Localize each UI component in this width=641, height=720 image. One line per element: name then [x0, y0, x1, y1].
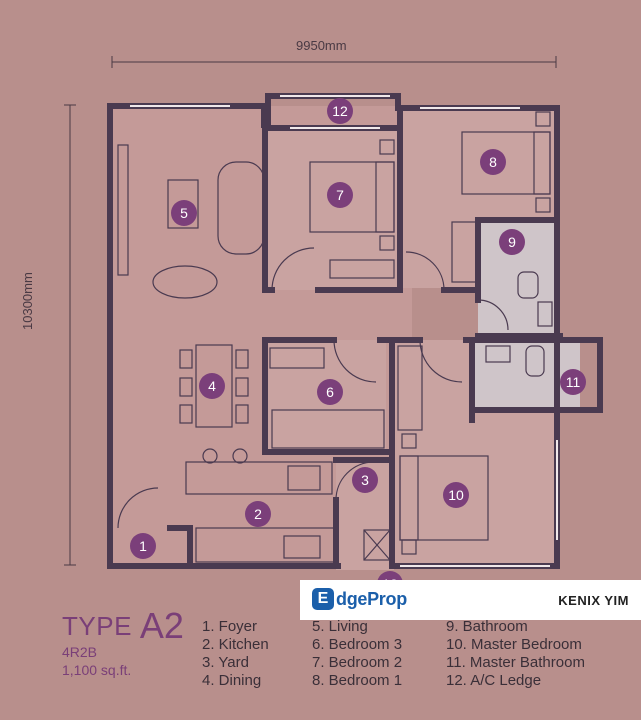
tv-console: [117, 144, 129, 276]
room-badge-10: 10: [443, 482, 469, 508]
room-badge-number: 11: [566, 374, 581, 390]
furniture: [117, 111, 553, 563]
room-badge-number: 3: [361, 472, 369, 488]
brand-bar: E dgeProp KENIX YIM: [300, 580, 641, 620]
room-badge-number: 12: [332, 103, 348, 119]
kitchen-counter: [195, 527, 335, 563]
wardrobe-bedroom-2: [329, 259, 395, 279]
basin-master-bathroom: [485, 345, 511, 363]
wardrobe-bedroom-3: [269, 347, 325, 369]
layout-code: 4R2B: [62, 644, 98, 660]
room-badge-number: 2: [254, 506, 262, 522]
legend-item: 10. Master Bedroom: [446, 636, 582, 653]
type-word: TYPE: [62, 611, 132, 641]
room-badge-number: 8: [489, 154, 497, 170]
toilet-master-bathroom: [525, 345, 545, 377]
sofa: [217, 161, 265, 255]
wardrobe-bedroom-1: [451, 221, 477, 283]
room-badge-9: 9: [499, 229, 525, 255]
room-badge-6: 6: [317, 379, 343, 405]
legend-column-3: 9. Bathroom 10. Master Bedroom 11. Maste…: [446, 618, 585, 690]
legend-item: 6. Bedroom 3: [312, 636, 403, 653]
type-code: A2: [139, 605, 184, 646]
legend-item: 2. Kitchen: [202, 636, 269, 653]
unit-type-block: TYPE A2 4R2B 1,100 sq.ft.: [62, 605, 184, 679]
bedroom-3-door-swing: [333, 339, 377, 383]
legend-item: 3. Yard: [202, 654, 249, 671]
room-badge-number: 7: [336, 187, 344, 203]
legend-item: 1. Foyer: [202, 618, 258, 635]
width-dimension-label: 9950mm: [296, 38, 347, 53]
room-badge-number: 6: [326, 384, 334, 400]
logo-text: dgeProp: [336, 588, 407, 609]
master-door-swing: [419, 339, 463, 383]
wardrobe-master-bedroom: [397, 345, 423, 431]
room-badge-number: 9: [508, 234, 516, 250]
bedroom-1-door-swing: [405, 251, 445, 291]
room-badge-3: 3: [352, 467, 378, 493]
room-number-badges: 12345678910111212: [130, 98, 586, 597]
bedroom-2-door-swing: [271, 247, 315, 291]
room-badge-2: 2: [245, 501, 271, 527]
legend-item: 12. A/C Ledge: [446, 672, 542, 689]
legend-item: 5. Living: [312, 618, 368, 635]
room-badge-8: 8: [480, 149, 506, 175]
room-badge-11: 11: [560, 369, 586, 395]
room-badge-number: 10: [448, 487, 464, 503]
bed-bedroom-3: [271, 409, 385, 449]
bedroom-2-floor: [268, 125, 398, 290]
coffee-table: [167, 179, 199, 229]
legend-column-2: 5. Living 6. Bedroom 3 7. Bedroom 2 8. B…: [312, 618, 402, 690]
legend-item: 8. Bedroom 1: [312, 672, 403, 689]
floor-areas: [112, 106, 580, 570]
dimension-lines: [64, 56, 557, 566]
dining-table: [195, 344, 233, 428]
toilet-bathroom: [517, 271, 539, 299]
yard-door-swing: [335, 461, 375, 501]
room-badge-1: 1: [130, 533, 156, 559]
sink: [283, 535, 321, 559]
windows: [130, 95, 558, 567]
main-door-swing: [117, 487, 159, 529]
hob: [287, 465, 321, 491]
basin-bathroom: [537, 301, 553, 327]
room-badge-4: 4: [199, 373, 225, 399]
logo-mark-icon: E: [312, 588, 334, 610]
agent-name: KENIX YIM: [558, 593, 629, 608]
kitchen-island: [185, 461, 333, 495]
legend-column-1: 1. Foyer 2. Kitchen 3. Yard 4. Dining: [202, 618, 269, 690]
armchair: [152, 265, 218, 299]
legend-item: 4. Dining: [202, 672, 262, 689]
edgeprop-logo: E dgeProp: [312, 588, 407, 610]
legend-item: 9. Bathroom: [446, 618, 528, 635]
room-badge-7: 7: [327, 182, 353, 208]
room-badge-number: 5: [180, 205, 188, 221]
room-badge-12: 12: [327, 98, 353, 124]
unit-area: 1,100 sq.ft.: [62, 662, 132, 678]
room-badge-number: 4: [208, 378, 216, 394]
room-badge-number: 1: [139, 538, 147, 554]
bathroom-door-swing: [477, 299, 509, 331]
room-badge-5: 5: [171, 200, 197, 226]
legend-item: 7. Bedroom 2: [312, 654, 403, 671]
legend-item: 11. Master Bathroom: [446, 654, 585, 671]
yard-drain: [363, 529, 391, 561]
